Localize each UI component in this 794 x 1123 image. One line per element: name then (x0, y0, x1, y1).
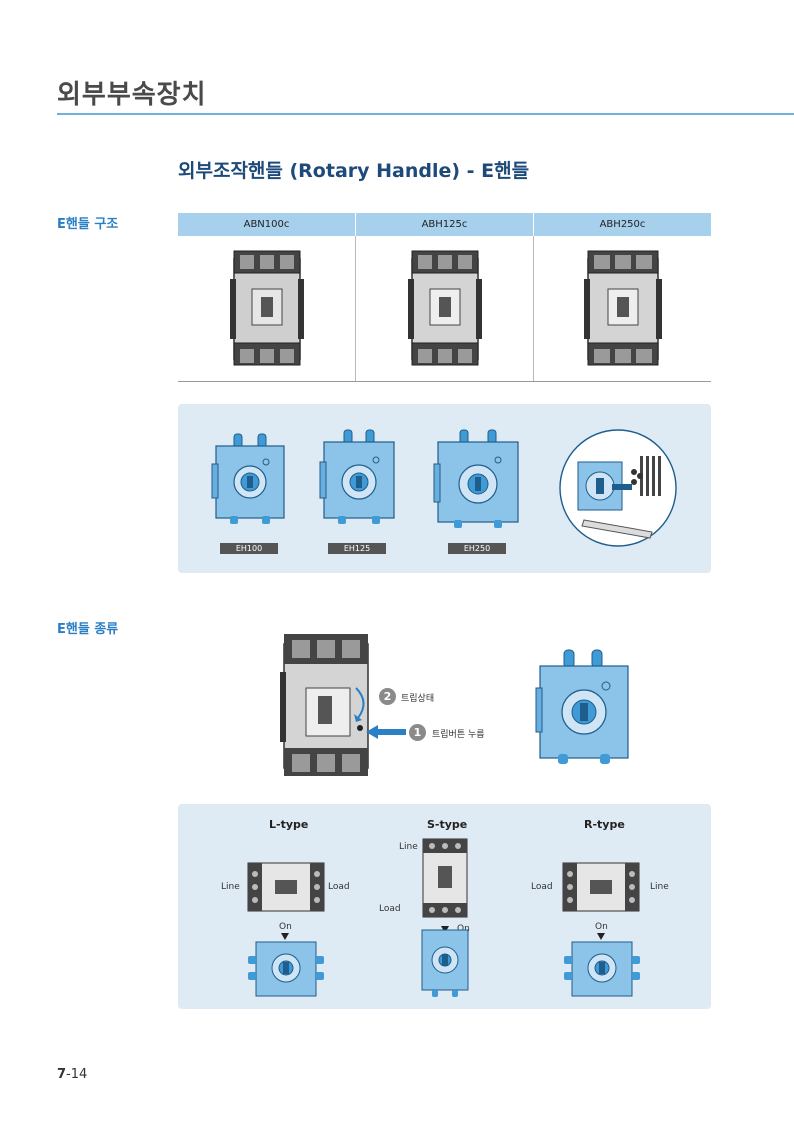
l-type-line-label: Line (221, 882, 240, 892)
trip-arrow-curve (352, 684, 372, 728)
step-text-push-trip: 트립버튼 누름 (432, 730, 485, 740)
step-badge-1: 1 (409, 724, 426, 741)
r-type-load-label: Load (531, 882, 553, 892)
step-text-trip-state: 트립상태 (401, 694, 435, 704)
tag-eh250: EH250 (448, 543, 506, 554)
l-type-breaker (247, 862, 325, 916)
r-type-breaker (562, 862, 640, 916)
s-type-handle (420, 928, 470, 1002)
product-table: ABN100c ABH125c ABH250c (178, 213, 711, 382)
handle-types-panel: L-type Line Load On S-type Line (178, 804, 711, 1009)
r-type-handle (564, 940, 640, 1002)
r-type-line-label: Line (650, 882, 669, 892)
s-type-breaker (422, 838, 468, 922)
s-type-title: S-type (427, 818, 468, 831)
breaker-trip-image (278, 632, 374, 782)
table-divider (355, 236, 356, 381)
s-type-load-label: Load (379, 904, 401, 914)
page-number-page: -14 (66, 1067, 88, 1082)
breaker-image-abh125c (356, 236, 533, 381)
table-bottom-rule (178, 381, 711, 382)
side-label-types: E핸들 종류 (57, 622, 119, 637)
handle-structure-panel: EH100 EH125 EH250 (178, 404, 711, 573)
l-type-on-label: On (279, 922, 292, 932)
trip-push-arrow (366, 724, 406, 743)
product-header-abh250c: ABH250c (534, 213, 711, 236)
tag-eh100: EH100 (220, 543, 278, 554)
l-type-on-marker-icon (281, 933, 289, 940)
s-type-line-label: Line (399, 842, 418, 852)
section-heading: 외부조작핸들 (Rotary Handle) - E핸들 (178, 160, 530, 182)
step-badge-2: 2 (379, 688, 396, 705)
s-type-on-label: On (457, 924, 470, 934)
tag-eh125: EH125 (328, 543, 386, 554)
r-type-on-marker-icon (597, 933, 605, 940)
handle-image-large (534, 646, 634, 772)
breaker-image-abh250c (534, 236, 711, 381)
handle-accessory-detail (556, 428, 680, 554)
page-number: 7-14 (57, 1067, 87, 1082)
handle-image-eh125 (318, 426, 400, 532)
product-header-abh125c: ABH125c (356, 213, 533, 236)
r-type-title: R-type (584, 818, 625, 831)
l-type-load-label: Load (328, 882, 350, 892)
title-divider (57, 113, 794, 115)
side-label-structure: E핸들 구조 (57, 217, 119, 232)
r-type-on-label: On (595, 922, 608, 932)
breaker-image-abn100c (178, 236, 355, 381)
l-type-title: L-type (269, 818, 309, 831)
product-header-abn100c: ABN100c (178, 213, 355, 236)
handle-image-eh100 (210, 430, 290, 532)
handle-image-eh250 (432, 426, 524, 534)
l-type-handle (248, 940, 324, 1002)
page-number-chapter: 7 (57, 1067, 67, 1082)
page-title: 외부부속장치 (57, 80, 207, 110)
table-divider (533, 236, 534, 381)
